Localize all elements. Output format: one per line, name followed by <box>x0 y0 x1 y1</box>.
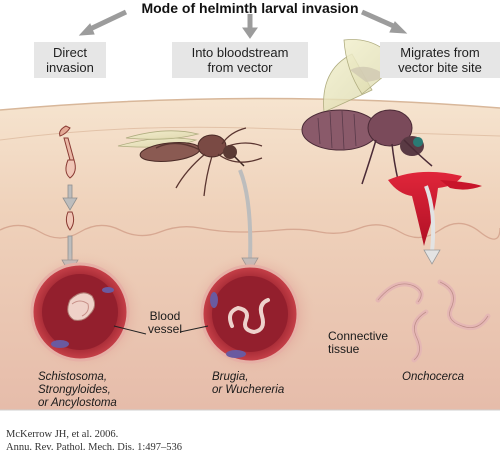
blood-vessel-line-1: Blood <box>149 309 181 323</box>
organism-onchocerca: Onchocerca <box>402 371 465 383</box>
citation-line-2: Annu. Rev. Pathol. Mech. Dis. 1:497–536 <box>6 442 183 453</box>
route-bloodstream-line-1: Into bloodstream <box>191 45 289 60</box>
skin-surface-line <box>0 97 500 111</box>
route-label-bloodstream: Into bloodstream from vector <box>172 42 308 78</box>
organism-ancylostoma: or Ancylostoma <box>38 396 117 409</box>
title-arrows <box>78 9 408 39</box>
label-blood-vessel: Blood vessel <box>146 309 184 337</box>
mosquito-vector <box>117 127 263 197</box>
right-arrow <box>423 185 441 265</box>
label-left-organisms: Schistosoma, Strongyloides, or Ancylosto… <box>38 371 117 410</box>
figure-title: Mode of helminth larval invasion <box>141 0 359 16</box>
connective-tissue-line-2: tissue <box>328 342 360 357</box>
route-bite-line-1: Migrates from <box>400 45 480 60</box>
citation-line-1: McKerrow JH, et al. 2006. <box>6 429 119 440</box>
leader-right <box>179 325 209 333</box>
blood-vessel-line-2: vessel <box>147 322 182 337</box>
route-bite-line-2: vector bite site <box>398 60 482 75</box>
route-bloodstream-line-2: from vector <box>207 60 273 75</box>
route-direct-line-1: Direct <box>53 45 87 60</box>
cercaria-larva <box>59 125 76 231</box>
microfilaria <box>228 298 270 335</box>
label-right-organisms: Onchocerca <box>402 371 464 384</box>
dermis-boundary <box>0 222 500 240</box>
label-middle-organisms: Brugia, or Wuchereria <box>212 371 284 397</box>
leader-left <box>113 325 147 335</box>
connective-tissue-line-1: Connective <box>328 329 389 343</box>
schistosomula <box>67 292 96 321</box>
organism-brugia: Brugia, <box>212 371 249 383</box>
organism-schistosoma: Schistosoma, <box>38 371 108 383</box>
citation: McKerrow JH, et al. 2006. Annu. Rev. Pat… <box>6 428 182 454</box>
route-label-bite-site: Migrates from vector bite site <box>380 42 500 78</box>
organism-wuchereria: or Wuchereria <box>212 383 285 396</box>
organism-strongyloides: Strongyloides, <box>38 383 111 396</box>
bite-site-blood <box>388 171 462 246</box>
blackfly-vector <box>301 39 433 185</box>
route-direct-line-2: invasion <box>46 60 94 75</box>
middle-arrow-line <box>238 169 253 261</box>
label-connective-tissue: Connective tissue <box>328 329 389 357</box>
epidermis-boundary <box>0 126 500 141</box>
route-label-direct: Direct invasion <box>34 42 106 78</box>
